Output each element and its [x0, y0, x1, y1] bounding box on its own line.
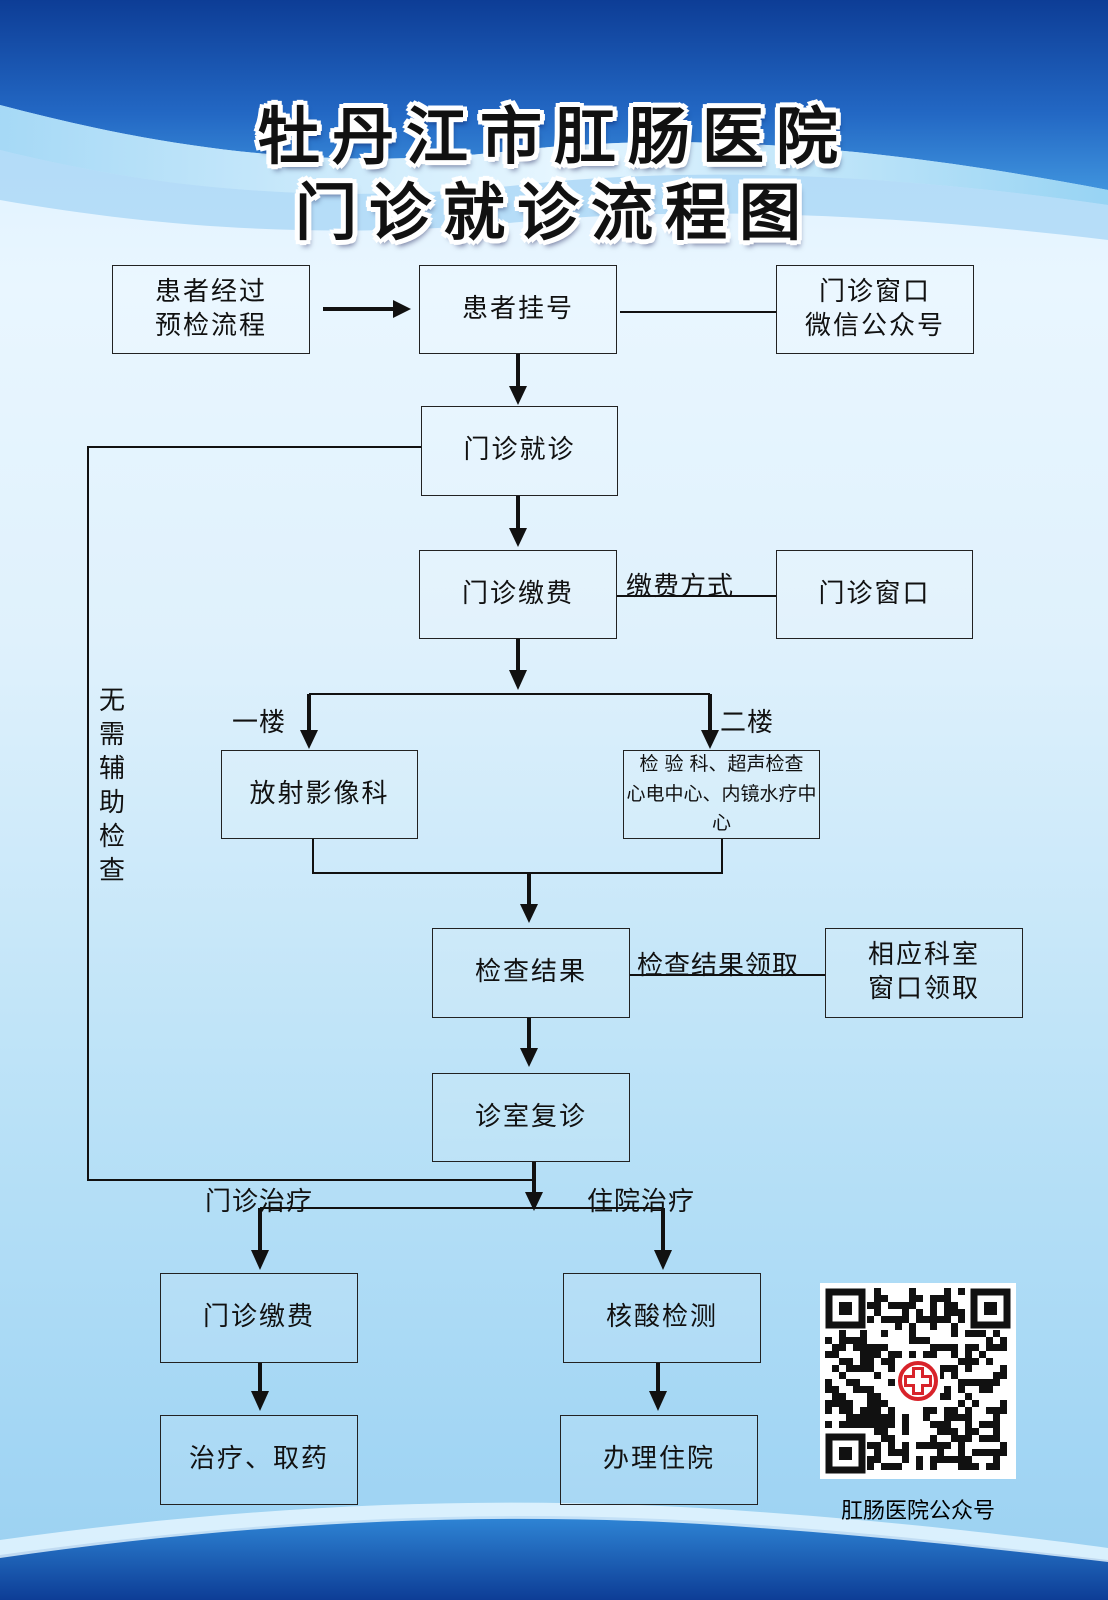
- arrowhead-floor2: [701, 730, 719, 749]
- qr-code: [820, 1283, 1016, 1479]
- label-outpatient-treatment: 门诊治疗: [205, 1187, 314, 1217]
- label-no-aux-exam: 无需辅助检查: [98, 686, 125, 886]
- node-admission: 办理住院: [560, 1415, 758, 1505]
- node-results-window: 相应科室 窗口领取: [825, 928, 1023, 1018]
- node-results: 检查结果: [432, 928, 630, 1018]
- arrowhead-register-consult: [509, 386, 527, 405]
- node-op-payment: 门诊缴费: [160, 1273, 358, 1363]
- title-line-1: 牡丹江市肛肠医院: [257, 100, 850, 173]
- node-nucleic-test: 核酸检测: [563, 1273, 761, 1363]
- hospital-cross-logo: [896, 1359, 940, 1403]
- arrowhead-consult-payment: [509, 528, 527, 547]
- node-treatment: 治疗、取药: [160, 1415, 358, 1505]
- node-register: 患者挂号: [419, 265, 617, 354]
- arrowhead-op-payment: [251, 1250, 269, 1270]
- label-payment-method: 缴费方式: [626, 572, 735, 602]
- label-results-pickup: 检查结果领取: [637, 951, 800, 981]
- arrowhead-results-revisit: [520, 1048, 538, 1067]
- node-radiology: 放射影像科: [221, 750, 418, 839]
- arrowhead-admission: [649, 1391, 667, 1411]
- node-register-channel: 门诊窗口 微信公众号: [776, 265, 974, 354]
- node-consult: 门诊就诊: [421, 406, 618, 496]
- arrowhead-merge-results: [520, 904, 538, 923]
- node-pre-check: 患者经过 预检流程: [112, 265, 310, 354]
- line-no-aux-exam-bypass: [87, 446, 534, 1181]
- node-payment: 门诊缴费: [419, 550, 617, 639]
- node-labs: 检 验 科、超声检查 心电中心、内镜水疗中心: [623, 750, 820, 839]
- arrowhead-nucleic: [654, 1250, 672, 1270]
- title-line-2: 门诊就诊流程图: [294, 176, 813, 249]
- arrowhead-precheck-register: [393, 300, 411, 318]
- label-inpatient-treatment: 住院治疗: [587, 1187, 696, 1217]
- arrowhead-treatment: [251, 1391, 269, 1411]
- node-payment-window: 门诊窗口: [776, 550, 973, 639]
- arrowhead-revisit-split: [525, 1192, 543, 1211]
- node-revisit: 诊室复诊: [432, 1073, 630, 1162]
- qr-caption: 肛肠医院公众号: [840, 1499, 995, 1524]
- label-floor1: 一楼: [232, 708, 287, 738]
- line-exams-merge: [312, 838, 723, 874]
- arrowhead-payment-split: [509, 670, 527, 690]
- arrowhead-floor1: [300, 730, 318, 749]
- label-floor2: 二楼: [720, 708, 775, 738]
